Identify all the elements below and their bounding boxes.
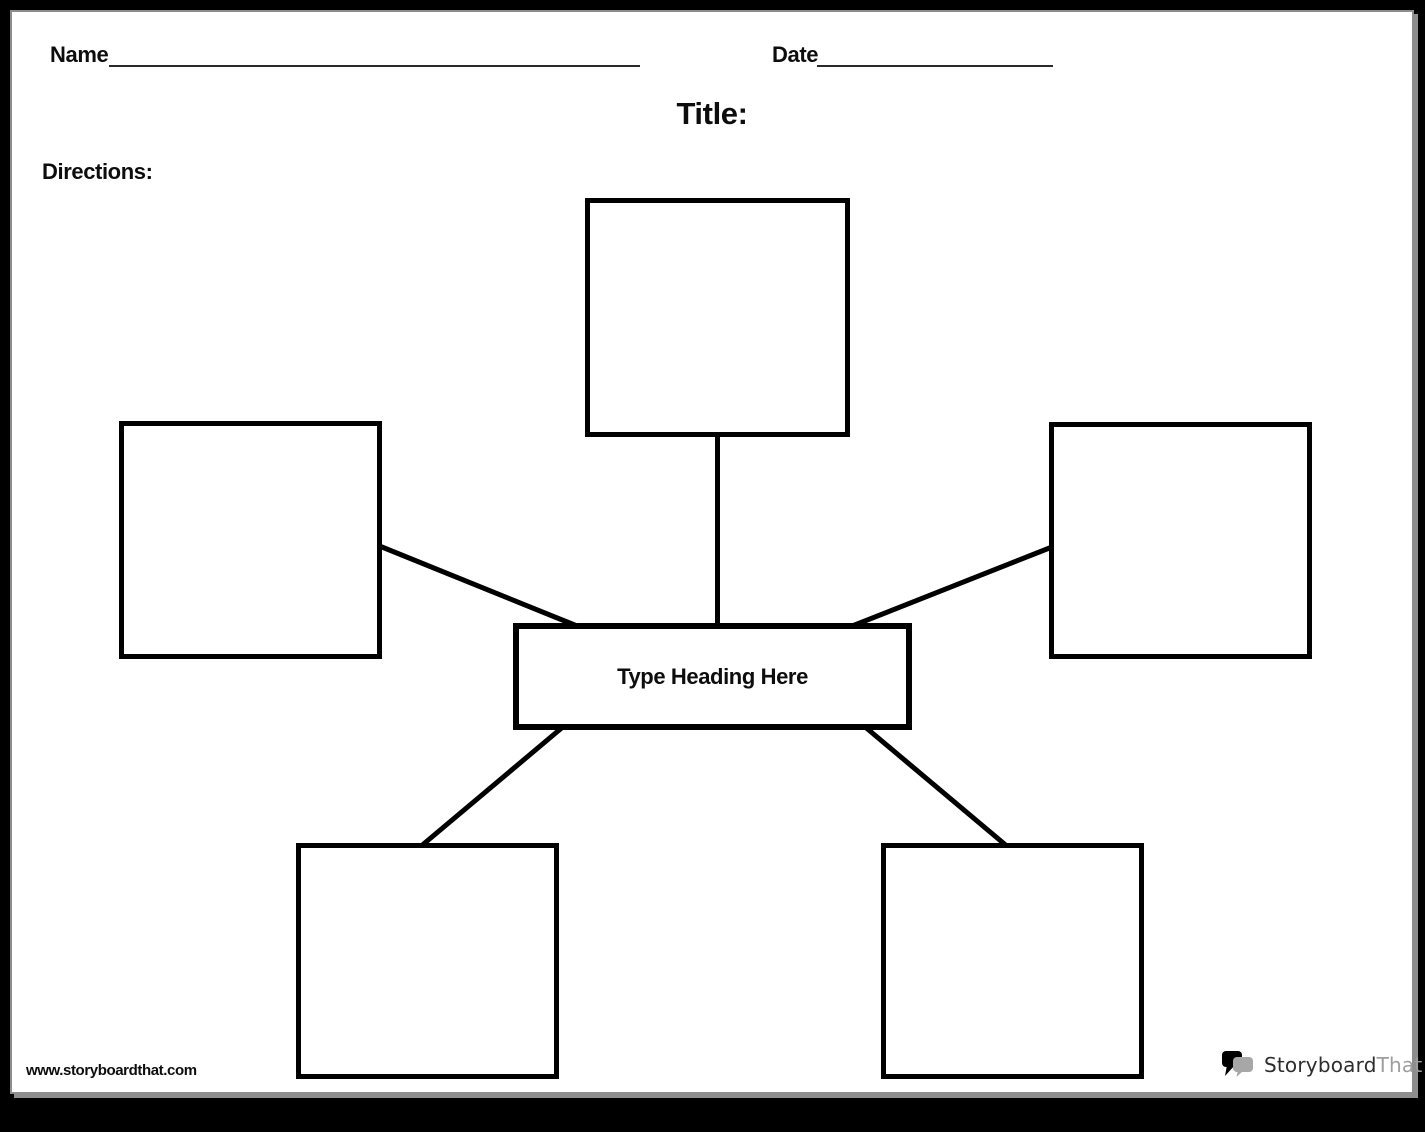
spider-connector-lines xyxy=(376,432,1053,849)
worksheet-paper: Name Date Title: Directions: Type Headin… xyxy=(12,12,1422,1092)
center-heading-placeholder[interactable]: Type Heading Here xyxy=(617,663,808,689)
spoke-box-top[interactable] xyxy=(585,198,850,437)
storyboardthat-logo: StoryboardThat xyxy=(1220,1048,1422,1082)
name-label: Name xyxy=(50,42,109,67)
speech-bubbles-icon xyxy=(1222,1051,1253,1077)
name-field-line[interactable] xyxy=(109,43,640,67)
logo-text-storyboard: Storyboard xyxy=(1264,1053,1377,1077)
page-title: Title: xyxy=(676,96,748,131)
center-heading-box[interactable]: Type Heading Here xyxy=(513,623,912,730)
spoke-box-bottom-left[interactable] xyxy=(296,843,559,1079)
date-label: Date xyxy=(772,42,819,67)
spoke-box-right[interactable] xyxy=(1049,422,1312,659)
spoke-box-bottom-right[interactable] xyxy=(881,843,1144,1079)
website-url: www.storyboardthat.com xyxy=(26,1062,197,1079)
directions-label: Directions: xyxy=(42,159,153,184)
logo-wordmark: StoryboardThat xyxy=(1264,1053,1422,1077)
spoke-box-left[interactable] xyxy=(119,421,382,659)
logo-text-that: That xyxy=(1376,1053,1423,1077)
date-field-line[interactable] xyxy=(817,43,1053,67)
